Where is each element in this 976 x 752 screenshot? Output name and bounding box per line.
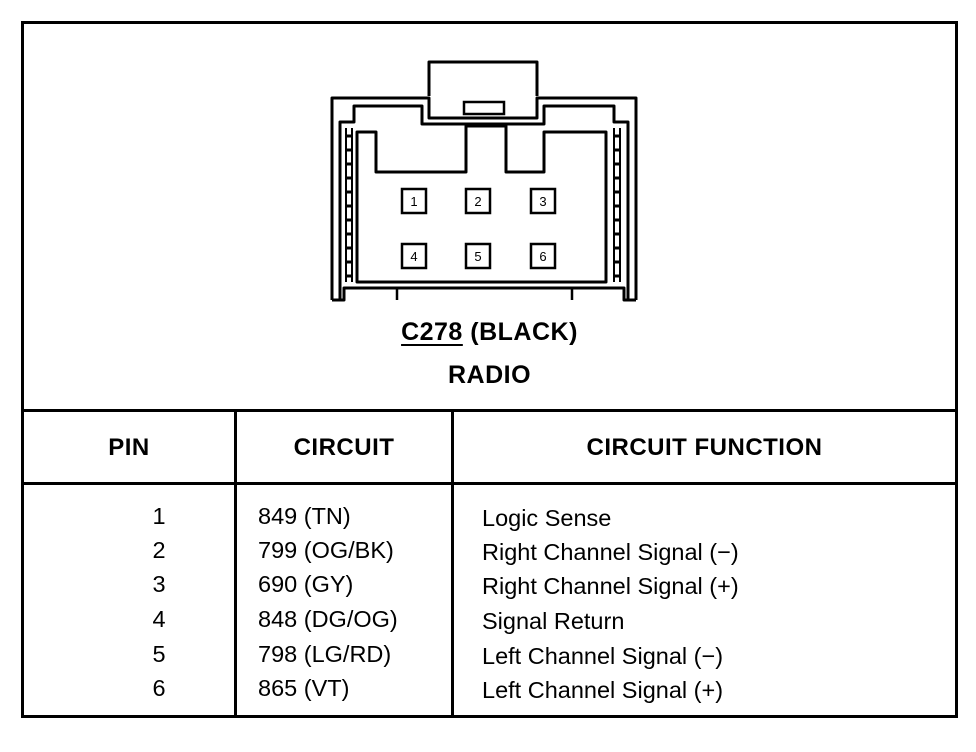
row-function: Left Channel Signal (+) (482, 677, 724, 703)
cavity-4 (400, 242, 428, 270)
connector-face-drawing: 1 2 3 4 5 6 (330, 60, 638, 302)
row-pin: 2 (152, 537, 166, 563)
cavity-label: 3 (539, 194, 546, 209)
header-function: CIRCUIT FUNCTION (586, 434, 823, 461)
cavity-label: 6 (539, 249, 546, 264)
connector-color: (BLACK) (470, 318, 578, 346)
column-divider (234, 412, 237, 715)
row-circuit: 849 (TN) (258, 503, 351, 529)
cavity-5 (464, 242, 492, 270)
column-divider (451, 412, 454, 715)
cavity-2 (464, 187, 492, 215)
connector-chart-frame: 1 2 3 4 5 6 C278 (BLACK) RADIO PIN CIRCU… (21, 21, 958, 718)
row-pin: 4 (152, 606, 166, 632)
cavity-1 (400, 187, 428, 215)
cavity-3 (529, 187, 557, 215)
cavity-label: 1 (410, 194, 417, 209)
section-divider (24, 409, 955, 412)
header-pin: PIN (108, 434, 150, 461)
component-name: RADIO (447, 361, 532, 389)
row-function: Right Channel Signal (+) (482, 573, 739, 599)
row-pin: 5 (152, 641, 166, 667)
header-divider (24, 482, 955, 485)
row-function: Logic Sense (482, 505, 612, 531)
row-pin: 3 (152, 571, 166, 597)
row-pin: 6 (152, 675, 166, 701)
cavity-label: 2 (474, 194, 481, 209)
row-function: Signal Return (482, 608, 625, 634)
row-circuit: 865 (VT) (258, 675, 350, 701)
row-function: Right Channel Signal (−) (482, 539, 739, 565)
cavity-6 (529, 242, 557, 270)
row-circuit: 690 (GY) (258, 571, 354, 597)
header-circuit: CIRCUIT (293, 434, 395, 461)
row-pin: 1 (152, 503, 166, 529)
cavity-label: 4 (410, 249, 417, 264)
cavity-label: 5 (474, 249, 481, 264)
row-circuit: 848 (DG/OG) (258, 606, 398, 632)
row-circuit: 799 (OG/BK) (258, 537, 394, 563)
connector-title: C278 (BLACK) (24, 318, 955, 347)
row-function: Left Channel Signal (−) (482, 643, 724, 669)
connector-diagram: 1 2 3 4 5 6 C278 (BLACK) RADIO (24, 24, 955, 412)
row-circuit: 798 (LG/RD) (258, 641, 392, 667)
connector-code: C278 (401, 318, 463, 346)
